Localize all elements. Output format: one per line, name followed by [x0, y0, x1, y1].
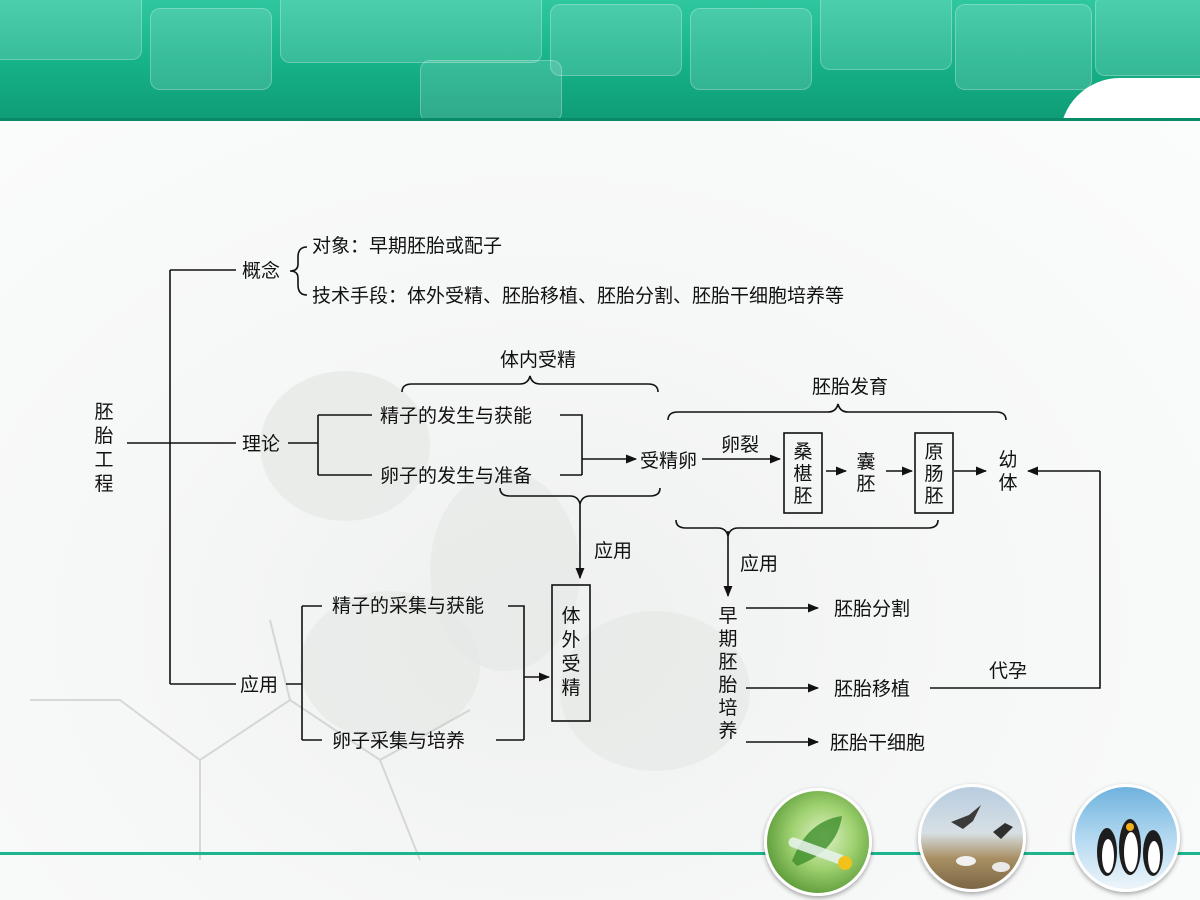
culture-char: 期: [718, 628, 737, 650]
ivf-box-label: 体 外 受 精: [561, 605, 580, 699]
box-gastrula: [914, 432, 954, 514]
root-char: 工: [94, 449, 113, 471]
footer-line: [0, 852, 1200, 855]
sperm-development: 精子的发生与获能: [380, 405, 532, 427]
boxes: [551, 432, 954, 722]
ivf-char: 精: [561, 677, 580, 699]
embryo-split: 胚胎分割: [834, 598, 910, 620]
bird-icon: [951, 805, 1013, 872]
invivo-label: 体内受精: [500, 349, 576, 371]
young-body: 幼 体: [998, 449, 1017, 494]
box-ivf: [551, 584, 591, 722]
culture-char: 胚: [718, 651, 737, 673]
header-banner: [0, 0, 1200, 121]
ivf-char: 体: [561, 605, 580, 627]
egg-development: 卵子的发生与准备: [380, 465, 532, 487]
root-char: 胚: [94, 401, 113, 423]
concept-technique: 技术手段：体外受精、胚胎移植、胚胎分割、胚胎干细胞培养等: [312, 285, 844, 307]
root-char: 胎: [94, 425, 113, 447]
young-char: 体: [998, 472, 1017, 494]
plant-photo: [764, 788, 872, 896]
morula-char: 桑: [793, 441, 812, 463]
blastocyst: 囊 胚: [856, 451, 875, 495]
blastocyst-char: 胚: [856, 473, 875, 495]
apply-label-2: 应用: [740, 553, 778, 575]
development-label: 胚胎发育: [812, 376, 888, 398]
early-embryo-culture: 早 期 胚 胎 培 养: [718, 605, 737, 742]
morula-char: 椹: [793, 463, 812, 485]
egg-collection: 卵子采集与培养: [332, 730, 465, 752]
apply-label-1: 应用: [594, 540, 632, 562]
young-char: 幼: [998, 449, 1017, 471]
tree-lines: [127, 269, 1101, 747]
culture-char: 养: [718, 720, 737, 742]
blastocyst-char: 囊: [856, 451, 875, 473]
ivf-char: 受: [561, 653, 580, 675]
penguins-photo: [1072, 784, 1180, 892]
penguin-icon: [1097, 819, 1163, 876]
culture-char: 早: [718, 605, 737, 627]
leaf-icon: [788, 816, 852, 870]
gastrula-char: 胚: [924, 485, 943, 507]
cleavage-label: 卵裂: [721, 434, 759, 456]
fertilized-egg: 受精卵: [640, 450, 697, 472]
concept-label: 概念: [242, 259, 280, 282]
culture-char: 培: [718, 697, 737, 719]
root-label: 胚 胎 工 程: [94, 401, 113, 495]
gastrula-char: 原: [924, 441, 943, 463]
concept-object: 对象：早期胚胎或配子: [312, 235, 502, 257]
ivf-char: 外: [561, 629, 580, 651]
surrogate-label: 代孕: [989, 660, 1027, 682]
embryo-stem-cell: 胚胎干细胞: [830, 732, 925, 754]
braces: [289, 246, 1007, 537]
application-label: 应用: [240, 674, 278, 696]
gastrula-char: 肠: [924, 463, 943, 485]
sperm-collection: 精子的采集与获能: [332, 595, 484, 617]
root-char: 程: [94, 473, 113, 495]
culture-char: 胎: [718, 674, 737, 696]
cranes-photo: [918, 784, 1026, 892]
theory-label: 理论: [242, 433, 280, 455]
gastrula: 原 肠 胚: [924, 441, 943, 507]
embryo-transfer: 胚胎移植: [834, 678, 910, 700]
morula-char: 胚: [793, 485, 812, 507]
faint-chemical-structure: [30, 619, 471, 861]
morula: 桑 椹 胚: [793, 441, 812, 507]
box-morula: [783, 432, 823, 514]
